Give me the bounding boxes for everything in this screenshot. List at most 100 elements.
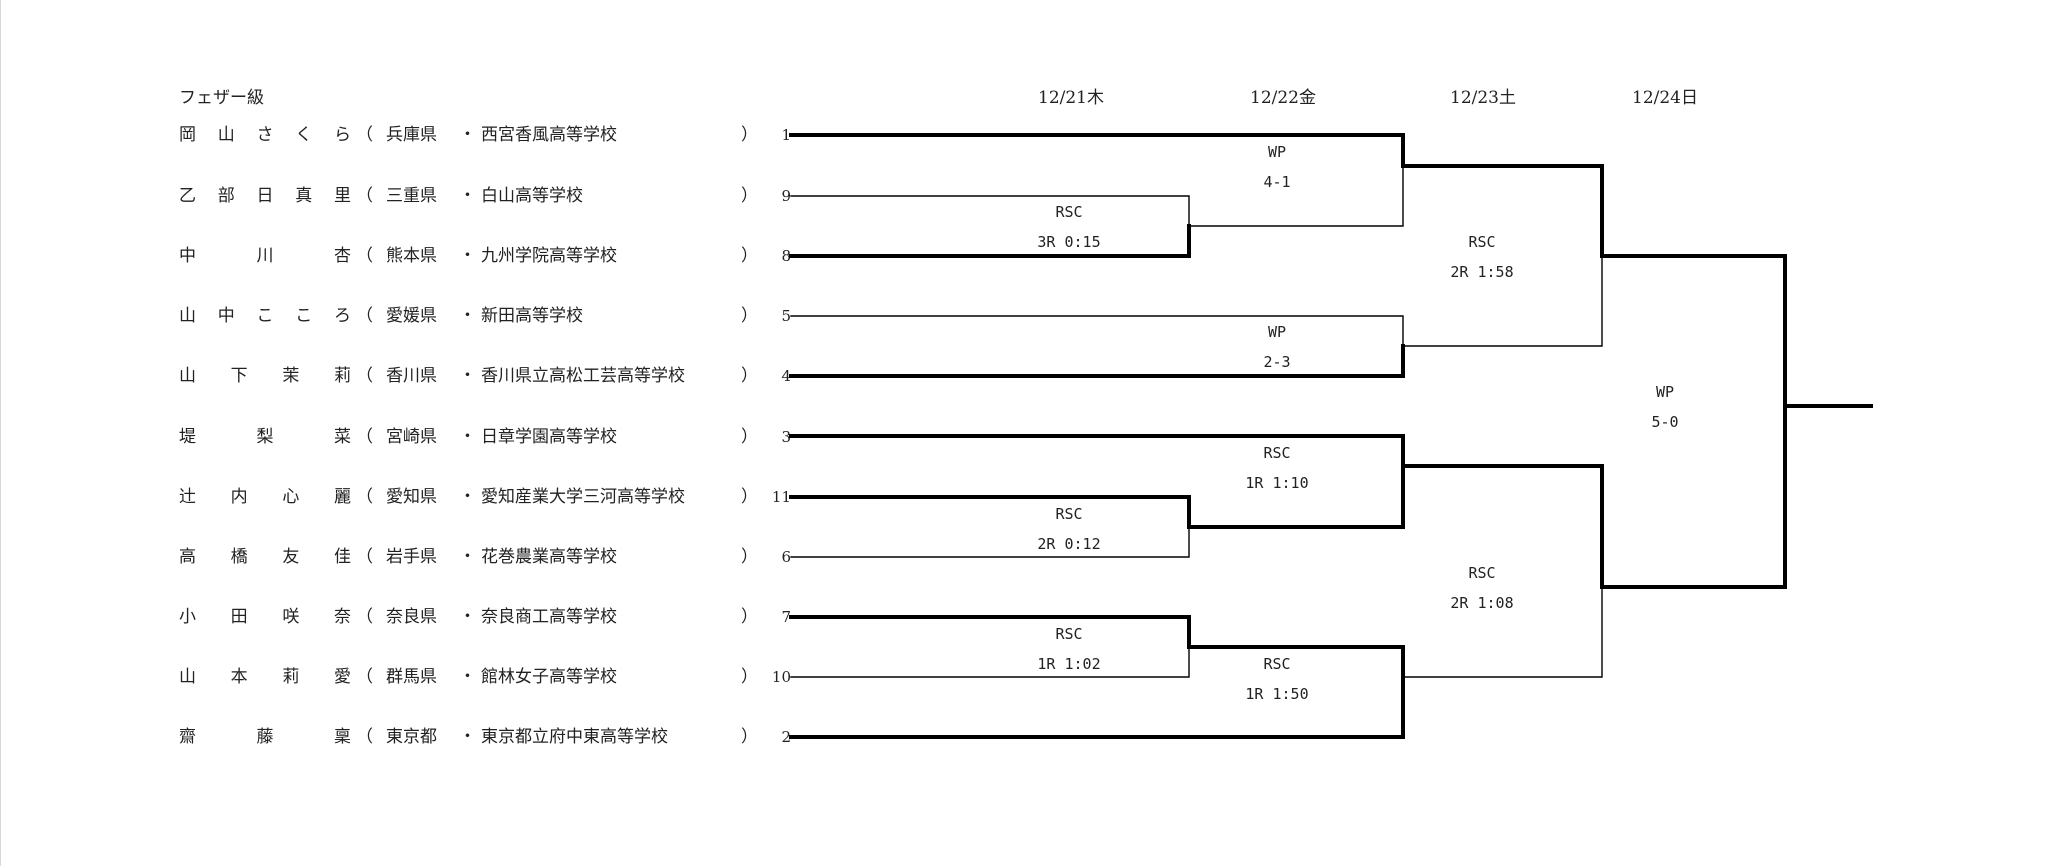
boxer-name-char: 部: [217, 186, 235, 206]
boxer-name-char: 山: [179, 667, 196, 687]
final-bottom: [1600, 404, 1787, 589]
result-detail: 4-1: [1263, 173, 1291, 191]
result-qf2: WP 2-3: [1197, 323, 1357, 371]
school-name: 愛知産業大学三河高等学校: [481, 487, 685, 507]
draw-number: 1: [781, 126, 791, 144]
result-detail: 3R 0:15: [1037, 233, 1101, 251]
r1a-top-line: [790, 195, 1190, 227]
boxer-name-char: 堤: [179, 427, 196, 447]
entry-row: 辻内心麗（愛知県・愛知産業大学三河高等学校）11: [1, 485, 801, 509]
open-paren: （: [356, 727, 373, 747]
boxer-name-char: 梨: [256, 427, 274, 447]
entry-row: 山下茉莉（香川県・香川県立高松工芸高等学校）4: [1, 364, 801, 388]
boxer-name: 山中こころ: [179, 304, 351, 328]
separator-dot: ・: [459, 125, 476, 145]
boxer-name-char: 乙: [179, 186, 196, 206]
entry-row: 山中こころ（愛媛県・新田高等学校）5: [1, 304, 801, 328]
boxer-name-char: ろ: [334, 306, 351, 326]
separator-dot: ・: [459, 427, 476, 447]
qf4-top-winner: [1187, 645, 1405, 679]
separator-dot: ・: [459, 607, 476, 627]
result-method: WP: [1655, 383, 1675, 401]
boxer-name-char: 愛: [333, 667, 351, 687]
boxer-name-char: 川: [256, 246, 274, 266]
open-paren: （: [356, 427, 373, 447]
boxer-name-char: 山: [217, 125, 235, 145]
boxer-name-char: 山: [179, 366, 196, 386]
result-method: WP: [1267, 323, 1287, 341]
close-paren: ）: [741, 186, 758, 206]
close-paren: ）: [741, 366, 758, 386]
boxer-name-char: 辻: [179, 487, 196, 507]
boxer-name: 山本莉愛: [179, 665, 351, 689]
boxer-name-char: 下: [230, 366, 248, 386]
boxer-name-char: 里: [334, 186, 351, 206]
boxer-name-char: こ: [295, 306, 313, 326]
date-day-3: 12/23土: [1450, 88, 1516, 108]
qf1-bottom: [1188, 165, 1404, 227]
draw-number: 4: [781, 367, 791, 385]
prefecture: 東京都: [386, 727, 437, 747]
boxer-name-char: 莉: [333, 366, 351, 386]
open-paren: （: [356, 607, 373, 627]
result-detail: 2R 0:12: [1037, 535, 1101, 553]
close-paren: ）: [741, 487, 758, 507]
qf4-bottom: [789, 675, 1405, 739]
prefecture: 愛知県: [386, 487, 437, 507]
entry-row: 堤梨菜（宮崎県・日章学園高等学校）3: [1, 425, 801, 449]
prefecture: 岩手県: [386, 547, 437, 567]
boxer-name-char: 田: [230, 607, 248, 627]
draw-number: 5: [781, 307, 791, 325]
boxer-name-char: 麗: [333, 487, 351, 507]
close-paren: ）: [741, 667, 758, 687]
boxer-name-char: 本: [230, 667, 248, 687]
boxer-name-char: 真: [295, 186, 313, 206]
school-name: 白山高等学校: [481, 186, 583, 206]
result-method: RSC: [1055, 625, 1083, 643]
school-name: 新田高等学校: [481, 306, 583, 326]
result-qf1: WP 4-1: [1197, 143, 1357, 191]
boxer-name-char: 菜: [334, 427, 351, 447]
close-paren: ）: [741, 306, 758, 326]
boxer-name-char: 莉: [282, 667, 300, 687]
boxer-name-char: こ: [256, 306, 274, 326]
separator-dot: ・: [459, 246, 476, 266]
school-name: 館林女子高等学校: [481, 667, 617, 687]
result-method: RSC: [1468, 233, 1496, 251]
entry-row: 山本莉愛（群馬県・館林女子高等学校）10: [1, 665, 801, 689]
close-paren: ）: [741, 547, 758, 567]
boxer-name: 山下茉莉: [179, 364, 351, 388]
qf1-top-winner: [789, 133, 1405, 168]
boxer-name-char: く: [295, 125, 313, 145]
result-method: WP: [1267, 143, 1287, 161]
draw-number: 9: [781, 187, 791, 205]
school-name: 香川県立高松工芸高等学校: [481, 366, 685, 386]
result-method: RSC: [1468, 564, 1496, 582]
separator-dot: ・: [459, 186, 476, 206]
separator-dot: ・: [459, 727, 476, 747]
prefecture: 兵庫県: [386, 125, 437, 145]
prefecture: 奈良県: [386, 607, 437, 627]
boxer-name-char: 高: [179, 547, 196, 567]
qf3-bottom: [1187, 464, 1405, 529]
boxer-name-char: 茉: [282, 366, 300, 386]
result-r1c: RSC 1R 1:02: [989, 625, 1149, 673]
r1b-top-line-winner: [789, 495, 1191, 529]
draw-number: 11: [771, 488, 791, 506]
sf2-bottom: [1402, 586, 1603, 678]
draw-number: 3: [781, 428, 791, 446]
qf3-top-winner: [789, 434, 1405, 468]
boxer-name-char: 齋: [179, 727, 196, 747]
separator-dot: ・: [459, 366, 476, 386]
r1c-top-line-winner: [789, 615, 1191, 649]
entry-row: 岡山さくら（兵庫県・西宮香風高等学校）1: [1, 123, 801, 147]
boxer-name-char: 友: [282, 547, 300, 567]
boxer-name-char: 岡: [179, 125, 196, 145]
draw-number: 2: [781, 728, 791, 746]
school-name: 九州学院高等学校: [481, 246, 617, 266]
boxer-name-char: 中: [179, 246, 196, 266]
boxer-name-char: 山: [179, 306, 196, 326]
result-detail: 1R 1:02: [1037, 655, 1101, 673]
result-detail: 1R 1:50: [1245, 685, 1309, 703]
